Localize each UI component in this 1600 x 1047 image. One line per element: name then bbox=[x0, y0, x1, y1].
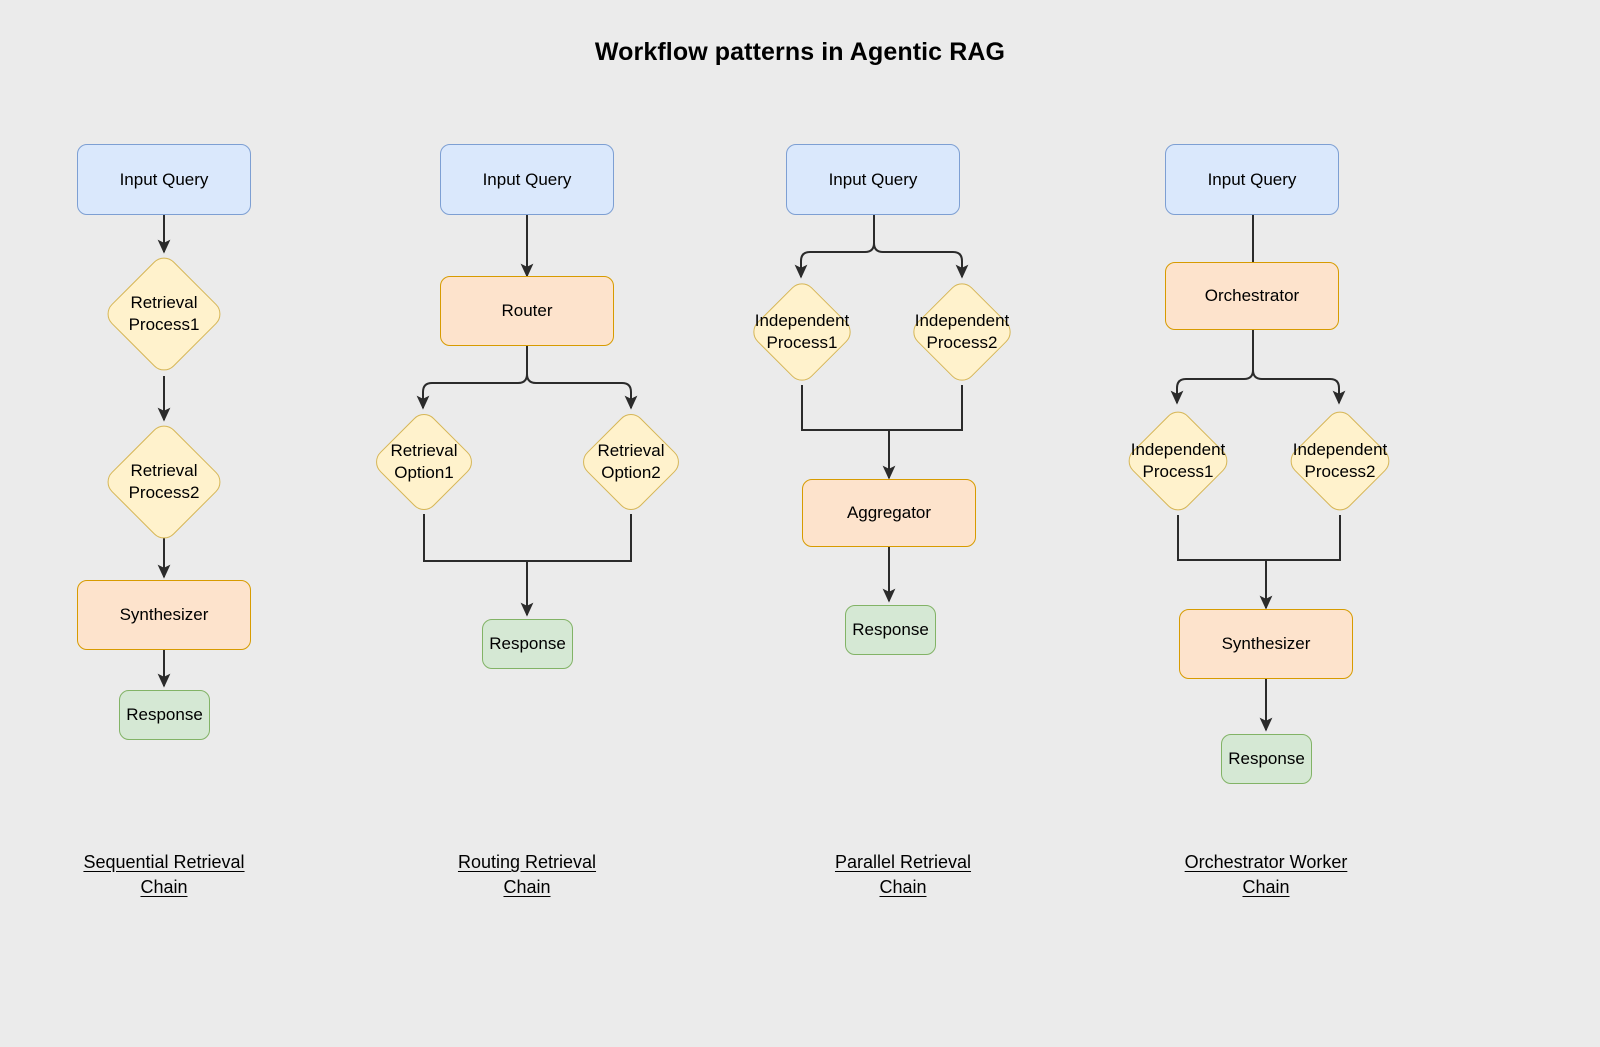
node-sequential-response[interactable]: Response bbox=[119, 690, 210, 740]
edge-pl-input-to-p1 bbox=[794, 215, 875, 279]
node-label: Input Query bbox=[1207, 169, 1297, 189]
node-sequential-input-query[interactable]: Input Query bbox=[77, 144, 251, 215]
node-label: Response bbox=[126, 705, 203, 725]
node-parallel-aggregator[interactable]: Aggregator bbox=[802, 479, 976, 547]
node-routing-retrieval-option2[interactable]: Retrieval Option2 bbox=[571, 408, 691, 516]
node-label: Input Query bbox=[119, 169, 209, 189]
page-title: Workflow patterns in Agentic RAG bbox=[594, 38, 1006, 66]
node-parallel-independent-process2[interactable]: Independent Process2 bbox=[896, 277, 1028, 387]
node-sequential-retrieval-process2[interactable]: Retrieval Process2 bbox=[101, 419, 227, 545]
edge-rt-options-merge bbox=[423, 514, 632, 562]
node-orchestrator-synthesizer[interactable]: Synthesizer bbox=[1179, 609, 1353, 679]
node-label: Retrieval Option2 bbox=[597, 440, 665, 482]
caption-parallel-retrieval-chain: Parallel Retrieval Chain bbox=[834, 852, 972, 897]
caption-routing-retrieval-chain: Routing Retrieval Chain bbox=[457, 852, 597, 897]
caption-sequential-retrieval-chain: Sequential Retrieval Chain bbox=[83, 852, 245, 897]
node-label: Retrieval Option1 bbox=[390, 440, 458, 482]
node-label: Orchestrator bbox=[1204, 286, 1300, 306]
edge-or-orchestrator-to-p1 bbox=[1170, 330, 1254, 405]
node-parallel-independent-process1[interactable]: Independent Process1 bbox=[736, 277, 868, 387]
node-label: Retrieval Process1 bbox=[128, 292, 200, 334]
node-orchestrator-response[interactable]: Response bbox=[1221, 734, 1312, 784]
node-label: Synthesizer bbox=[1221, 634, 1311, 654]
edge-pl-input-to-p2 bbox=[873, 215, 969, 279]
node-sequential-retrieval-process1[interactable]: Retrieval Process1 bbox=[101, 251, 227, 377]
node-label: Router bbox=[501, 301, 553, 321]
node-orchestrator-input-query[interactable]: Input Query bbox=[1165, 144, 1339, 215]
node-label: Independent Process2 bbox=[1292, 439, 1388, 481]
node-parallel-response[interactable]: Response bbox=[845, 605, 936, 655]
edge-rt-router-to-opt2 bbox=[526, 345, 638, 410]
node-orchestrator-independent-process2[interactable]: Independent Process2 bbox=[1274, 405, 1406, 517]
node-label: Response bbox=[489, 634, 566, 654]
node-orchestrator-orchestrator[interactable]: Orchestrator bbox=[1165, 262, 1339, 330]
edge-rt-router-to-opt1 bbox=[416, 345, 528, 410]
caption-orchestrator-worker-chain: Orchestrator Worker Chain bbox=[1184, 852, 1348, 897]
node-parallel-input-query[interactable]: Input Query bbox=[786, 144, 960, 215]
edge-or-processes-merge bbox=[1177, 515, 1341, 561]
node-routing-response[interactable]: Response bbox=[482, 619, 573, 669]
node-label: Independent Process1 bbox=[1130, 439, 1226, 481]
node-label: Independent Process1 bbox=[754, 310, 850, 352]
node-label: Synthesizer bbox=[119, 605, 209, 625]
node-label: Response bbox=[1228, 749, 1305, 769]
edge-or-orchestrator-to-p2 bbox=[1252, 330, 1346, 405]
node-routing-router[interactable]: Router bbox=[440, 276, 614, 346]
node-label: Independent Process2 bbox=[914, 310, 1010, 352]
node-label: Retrieval Process2 bbox=[128, 460, 200, 502]
node-routing-input-query[interactable]: Input Query bbox=[440, 144, 614, 215]
node-sequential-synthesizer[interactable]: Synthesizer bbox=[77, 580, 251, 650]
node-routing-retrieval-option1[interactable]: Retrieval Option1 bbox=[364, 408, 484, 516]
node-label: Aggregator bbox=[846, 503, 932, 523]
node-label: Response bbox=[852, 620, 929, 640]
node-label: Input Query bbox=[482, 169, 572, 189]
edge-pl-processes-merge bbox=[801, 385, 963, 431]
node-orchestrator-independent-process1[interactable]: Independent Process1 bbox=[1112, 405, 1244, 517]
node-label: Input Query bbox=[828, 169, 918, 189]
